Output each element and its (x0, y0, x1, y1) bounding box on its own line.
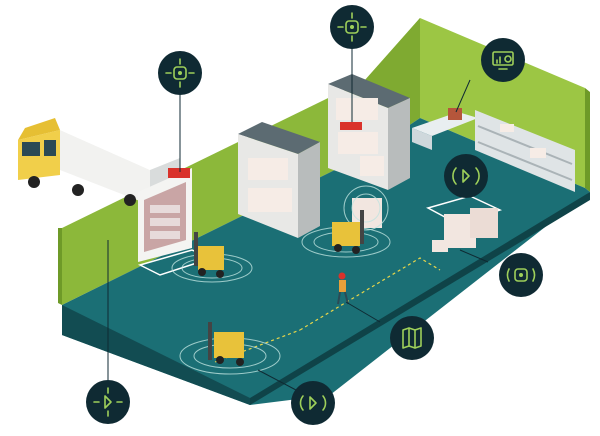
rfid-beacon-icon (444, 154, 488, 198)
rfid-tag-icon (499, 253, 543, 297)
tag-reader-icon (330, 5, 374, 49)
callout-leaders (107, 48, 489, 391)
pallet-stack-center (343, 185, 389, 231)
loading-dock-door (137, 168, 215, 276)
office-shelves (475, 110, 575, 192)
tag-reader-icon (158, 51, 202, 95)
floor-map-icon (390, 316, 434, 360)
dashboard-monitor-icon (481, 38, 525, 82)
worker-figure (337, 272, 349, 305)
walkway-path (299, 257, 441, 331)
pallet-zone-right (426, 195, 503, 252)
forklift-dock (171, 232, 253, 283)
dock-reader-tag (168, 168, 190, 178)
forklift-front (179, 322, 281, 375)
ceiling-reader-tag (340, 122, 362, 130)
shelving-rack-1 (238, 122, 320, 238)
forklift-center (301, 210, 391, 258)
rfid-tag-icon (291, 381, 335, 425)
location-anchor-icon (86, 380, 130, 424)
shelving-rack-2 (328, 74, 410, 190)
office-counter (412, 108, 478, 150)
